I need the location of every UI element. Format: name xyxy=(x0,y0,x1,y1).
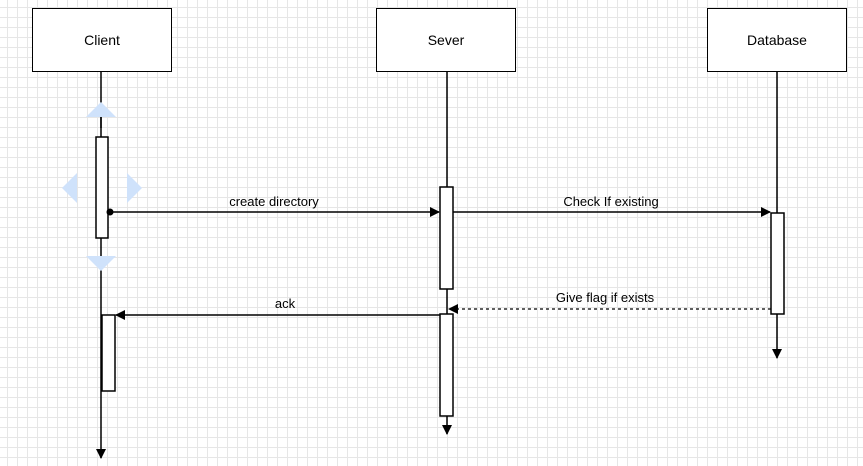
database-participant[interactable]: Database xyxy=(707,8,847,72)
selection-handle-left-icon[interactable] xyxy=(62,173,77,203)
client-activation-1[interactable] xyxy=(95,136,109,239)
server-label: Sever xyxy=(427,32,465,48)
client-label: Client xyxy=(84,32,120,48)
create-directory-label[interactable]: create directory xyxy=(229,194,319,209)
give-flag-label[interactable]: Give flag if exists xyxy=(555,290,655,305)
server-activation-1[interactable] xyxy=(439,186,454,290)
ack-label[interactable]: ack xyxy=(274,296,296,311)
database-activation[interactable] xyxy=(770,212,785,315)
client-participant[interactable]: Client xyxy=(32,8,172,72)
database-label: Database xyxy=(747,32,807,48)
selection-handle-right-icon[interactable] xyxy=(127,173,142,203)
selection-handle-up-icon[interactable] xyxy=(86,102,116,117)
server-participant[interactable]: Sever xyxy=(376,8,516,72)
selection-handle-down-icon[interactable] xyxy=(86,256,116,271)
client-activation-2[interactable] xyxy=(101,314,116,392)
check-if-existing-label[interactable]: Check If existing xyxy=(563,194,659,209)
server-activation-2[interactable] xyxy=(439,313,454,417)
